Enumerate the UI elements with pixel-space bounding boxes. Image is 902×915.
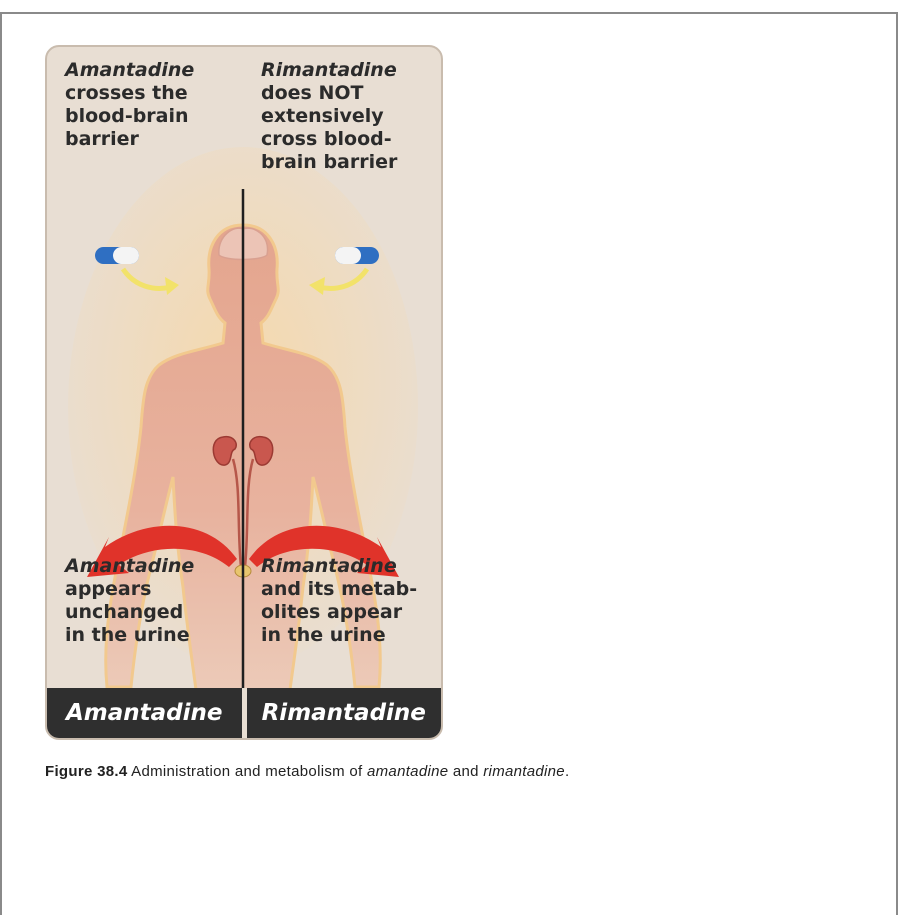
figure-caption: Figure 38.4 Administration and metabolis… [45, 763, 569, 780]
top-right-text: does NOT extensively cross blood- brain … [261, 82, 397, 173]
bottom-left-drug: Amantadine [65, 555, 194, 577]
caption-text-3: . [565, 763, 569, 780]
bottom-right-text: and its metab- olites appear in the urin… [261, 578, 417, 646]
top-left-label: Amantadine crosses the blood-brain barri… [65, 59, 245, 151]
caption-label: Figure 38.4 [45, 763, 128, 780]
top-right-drug: Rimantadine [261, 59, 397, 81]
left-pill-icon [95, 247, 139, 264]
caption-text-1: Administration and metabolism of [128, 763, 367, 780]
bottom-left-text: appears unchanged in the urine [65, 578, 190, 646]
drug-figure: Amantadine crosses the blood-brain barri… [45, 45, 443, 740]
footer-rimantadine: Rimantadine [247, 688, 442, 738]
caption-text-2: and [448, 763, 483, 780]
bottom-right-label: Rimantadine and its metab- olites appear… [261, 555, 441, 647]
right-pill-icon [335, 247, 379, 264]
figure-footer: Amantadine Rimantadine [47, 688, 441, 738]
caption-drug-2: rimantadine [483, 763, 565, 780]
top-left-text: crosses the blood-brain barrier [65, 82, 189, 150]
footer-amantadine: Amantadine [47, 688, 242, 738]
caption-drug-1: amantadine [367, 763, 448, 780]
top-right-label: Rimantadine does NOT extensively cross b… [261, 59, 441, 174]
top-left-drug: Amantadine [65, 59, 194, 81]
bottom-right-drug: Rimantadine [261, 555, 397, 577]
bottom-left-label: Amantadine appears unchanged in the urin… [65, 555, 245, 647]
